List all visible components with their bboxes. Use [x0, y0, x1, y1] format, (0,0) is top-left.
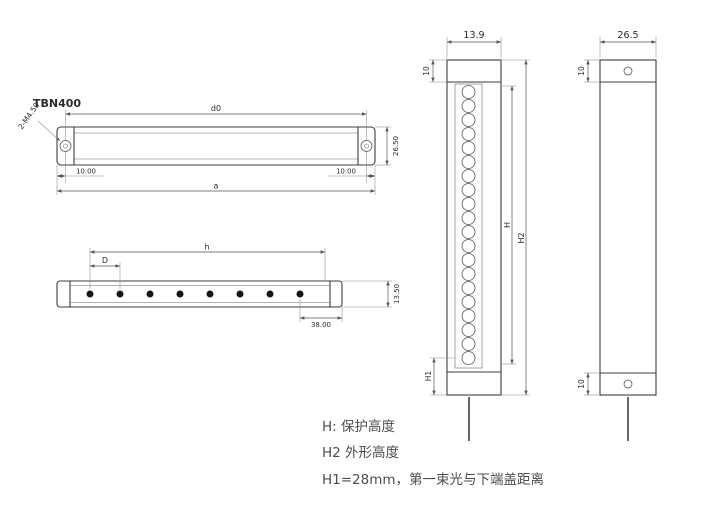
dim-hole-span: d0: [65, 104, 367, 140]
top-view: TBN400 2-M4.50 d0: [16, 97, 400, 195]
dim-right-offset: 10.00: [328, 152, 376, 183]
beam-view-housing: [56, 280, 343, 308]
dim-protection-height: H: [501, 85, 516, 365]
right-mount-hole: [360, 140, 373, 152]
side-top-hole: [623, 66, 633, 76]
dim-side-cap-top: 10: [577, 59, 600, 83]
model-label: TBN400: [33, 97, 81, 110]
side-view: 26.5 10 10: [577, 30, 657, 441]
overall-height-label: H2: [517, 232, 526, 243]
legend: H: 保护高度 H2 外形高度 H1=28mm，第一束光与下端盖距离: [322, 418, 544, 488]
dim-side-width: 26.5: [599, 30, 657, 58]
left-mount-hole: [59, 140, 72, 152]
side-width-label: 26.5: [617, 30, 638, 41]
dim-beam-pitch: D: [90, 256, 121, 289]
dim-beam-height: 13.50: [342, 280, 401, 308]
beam-span-label: h: [204, 243, 209, 252]
end-distance-label: 38.00: [311, 321, 331, 329]
legend-line-1: H: 保护高度: [322, 418, 395, 435]
thread-note-label: 2-M4.50: [16, 101, 41, 131]
dim-front-width: 13.9: [446, 30, 502, 58]
left-offset-label: 10.00: [76, 168, 96, 176]
side-bottom-hole: [623, 379, 633, 389]
dim-overall-height: H2: [501, 59, 530, 396]
top-view-housing: [56, 126, 376, 166]
first-beam-label: H1: [424, 371, 433, 382]
dim-beam-span: h: [89, 243, 326, 289]
dim-front-cap: 10: [422, 59, 447, 83]
legend-line-3: H1=28mm，第一束光与下端盖距离: [322, 471, 544, 488]
side-view-housing: [599, 59, 657, 396]
hole-span-label: d0: [211, 104, 221, 113]
top-height-label: 26.50: [392, 136, 400, 156]
front-view-housing: [446, 59, 502, 396]
dim-left-offset: 10.00: [56, 152, 104, 183]
right-offset-label: 10.00: [336, 168, 356, 176]
beam-pitch-label: D: [102, 256, 108, 265]
protection-height-label: H: [503, 222, 512, 228]
side-cap-bottom-label: 10: [577, 379, 586, 389]
front-width-label: 13.9: [463, 30, 484, 41]
dim-first-beam: H1: [424, 357, 455, 396]
lens-column: [461, 85, 476, 365]
legend-line-2: H2 外形高度: [322, 444, 399, 461]
beam-view: h D 13.50 38.00: [56, 243, 401, 329]
dim-side-cap-bottom: 10: [577, 372, 600, 396]
beam-dots: [86, 290, 304, 298]
dim-overall-length: a: [56, 182, 376, 195]
front-cap-label: 10: [422, 66, 431, 76]
dim-end-distance: 38.00: [299, 299, 343, 329]
beam-height-label: 13.50: [393, 284, 401, 304]
overall-length-label: a: [214, 182, 219, 191]
dim-top-height: 26.50: [375, 126, 400, 166]
front-view: 13.9: [422, 30, 530, 441]
side-cap-top-label: 10: [577, 66, 586, 76]
